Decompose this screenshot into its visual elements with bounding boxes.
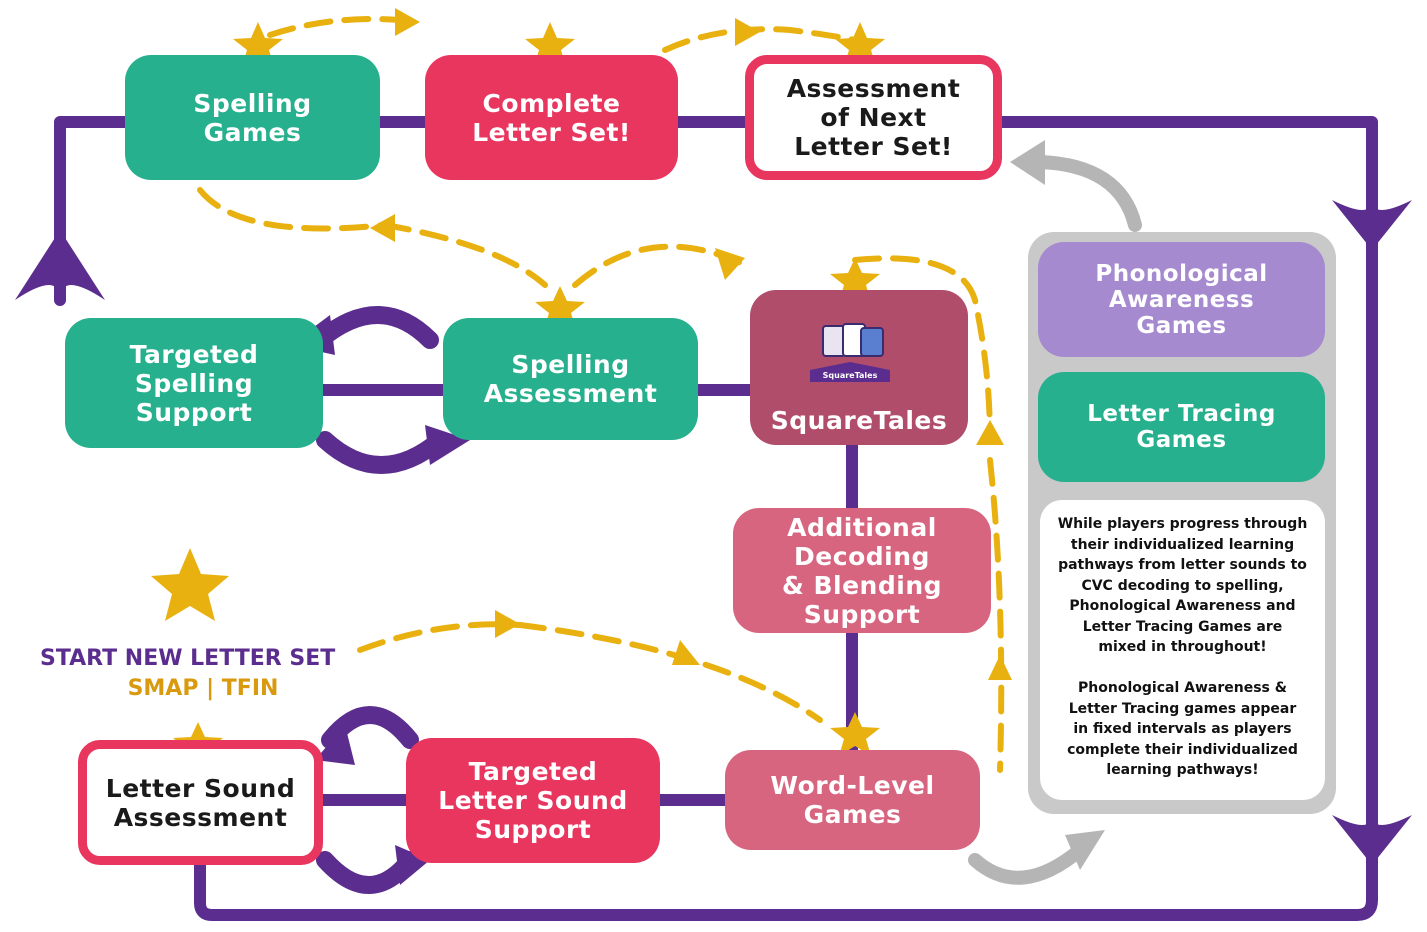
node-targeted-spelling-label: Targeted Spelling Support [129,339,259,427]
node-spelling-games[interactable]: Spelling Games [125,55,380,180]
gold-arrowheads [370,8,1012,680]
node-targeted-letter-sound[interactable]: Targeted Letter Sound Support [406,738,660,863]
letter-cycle-bottom-arc [316,851,419,894]
dash-from-spelling-assessment [382,222,548,288]
node-targeted-spelling-support[interactable]: Targeted Spelling Support [65,318,323,448]
node-complete-letter-set[interactable]: Complete Letter Set! [425,55,678,180]
dash-to-spelling-games [197,187,388,232]
track-outer-loop [194,116,1378,921]
start-new-letter-set-title: START NEW LETTER SET [40,646,336,671]
gold-arrowhead-1-icon [395,8,420,36]
spelling-cycle-arrows [311,306,449,474]
dash-complete-to-assessment [662,26,858,53]
cycle-bottom-arc [316,431,449,474]
gold-arrowhead-6-icon [988,655,1012,680]
dash-to-word-level [517,622,823,723]
dash-squaretales-right [852,255,993,443]
node-phonological-games[interactable]: Phonological Awareness Games [1038,242,1325,357]
gray-arrowhead-bottom-icon [1065,830,1105,870]
arrow-up-left-icon [15,230,105,300]
gold-arrowhead-4-icon [715,248,745,280]
dash-word-level-up [987,457,1005,773]
gold-arrowhead-2-icon [735,18,760,46]
squaretales-logo-text: SquareTales [823,371,878,380]
letter-cycle-top-arc [321,706,419,749]
gold-arrowhead-3-icon [370,214,395,242]
node-additional-decoding[interactable]: Additional Decoding & Blending Support [733,508,991,633]
arrow-down-right-bottom-icon [1332,815,1412,865]
cycle-top-arc [311,306,439,349]
node-phonological-label: Phonological Awareness Games [1095,260,1268,339]
node-letter-sound-label: Letter Sound Assessment [105,773,296,832]
node-spelling-assessment[interactable]: Spelling Assessment [443,318,698,440]
gold-arrowhead-7-icon [495,610,520,638]
node-assessment-next-letter-set[interactable]: Assessment of Next Letter Set! [745,55,1002,180]
node-spelling-games-label: Spelling Games [193,88,312,147]
node-squaretales-label: SquareTales [770,406,948,435]
gold-arrowhead-8-icon [672,640,700,665]
star-icon [830,712,880,756]
node-letter-tracing-label: Letter Tracing Games [1087,401,1276,453]
node-complete-letter-set-label: Complete Letter Set! [472,88,631,147]
cycle-arrowhead-bottom-icon [425,425,470,465]
dash-start-to-right [357,621,523,653]
node-assessment-next-label: Assessment of Next Letter Set! [786,74,961,161]
node-letter-sound-assessment[interactable]: Letter Sound Assessment [78,740,323,865]
node-spelling-assessment-label: Spelling Assessment [483,350,658,408]
start-subtitle: SMAP | TFIN [127,676,279,701]
node-additional-decoding-label: Additional Decoding & Blending Support [781,512,943,629]
gold-arrowhead-5-icon [976,420,1004,445]
letter-cycle-arrowhead-bottom-icon [395,845,430,885]
panel-description: While players progress through their ind… [1040,500,1325,800]
gray-arrows [968,155,1142,885]
gray-arrow-down-curve [968,843,1087,885]
node-letter-tracing-games[interactable]: Letter Tracing Games [1038,372,1325,482]
node-word-level-games[interactable]: Word-Level Games [725,750,980,850]
node-targeted-letter-sound-label: Targeted Letter Sound Support [438,757,628,844]
squaretales-logo: SquareTales [810,323,890,382]
gray-arrowhead-top-icon [1010,140,1045,185]
node-word-level-label: Word-Level Games [770,771,935,829]
arrow-down-right-top-icon [1332,200,1412,250]
start-star-icon [151,548,229,621]
letter-cycle-arrowhead-top-icon [315,725,355,765]
dash-spelling-to-complete [267,16,403,38]
gray-arrow-up-curve [1033,155,1142,232]
